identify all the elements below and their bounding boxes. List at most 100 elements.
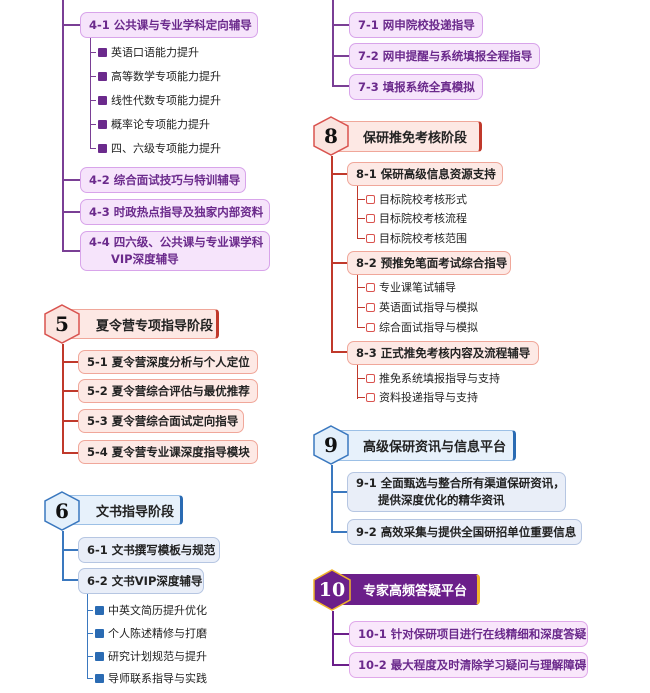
node-8-3[interactable]: 8-3 正式推免考核内容及流程辅导 [347, 341, 539, 365]
leaf-label: 综合面试指导与模拟 [379, 321, 478, 334]
connector [332, 633, 349, 635]
leaf-label: 英语面试指导与模拟 [379, 301, 478, 314]
leaf-item[interactable]: 英语口语能力提升 [90, 44, 199, 60]
leaf-label: 推免系统填报指导与支持 [379, 372, 500, 385]
node-label: 4-4 四六级、公共课与专业课学科 [89, 235, 264, 249]
node-4-3[interactable]: 4-3 时政热点指导及独家内部资料 [80, 199, 270, 225]
note-icon [366, 194, 375, 204]
node-label: VIP深度辅导 [111, 252, 179, 266]
connector [332, 55, 349, 57]
node-6-2[interactable]: 6-2 文书VIP深度辅导 [78, 568, 204, 594]
node-5-3[interactable]: 5-3 夏令营综合面试定向指导 [78, 409, 244, 433]
hexagon-badge: 6 [44, 491, 80, 531]
leaf-item[interactable]: 高等数学专项能力提升 [90, 68, 221, 84]
section-title: 文书指导阶段 [96, 504, 175, 520]
note-icon [366, 213, 375, 223]
connector [62, 549, 78, 551]
leaf-item[interactable]: 研究计划规范与提升 [87, 648, 207, 664]
note-icon [366, 373, 375, 383]
leaf-label: 目标院校考核范围 [379, 232, 467, 245]
node-9-1[interactable]: 9-1 全面甄选与整合所有渠道保研资讯， 提供深度优化的精华资讯 [347, 472, 566, 512]
connector [331, 531, 347, 533]
note-icon [366, 392, 375, 402]
leaf-item[interactable]: 推免系统填报指导与支持 [357, 370, 500, 386]
connector [332, 85, 349, 87]
bookmark-icon [95, 673, 104, 683]
connector [62, 531, 64, 581]
leaf-item[interactable]: 概率论专项能力提升 [90, 116, 210, 132]
leaf-item[interactable]: 专业课笔试辅导 [357, 279, 456, 295]
connector [331, 351, 347, 353]
connector [62, 211, 80, 213]
node-7-2[interactable]: 7-2 网申提醒与系统填报全程指导 [349, 43, 540, 69]
node-6-1[interactable]: 6-1 文书撰写模板与规范 [78, 537, 220, 563]
node-7-3[interactable]: 7-3 填报系统全真模拟 [349, 74, 483, 100]
connector [332, 664, 349, 666]
hexagon-badge: 10 [313, 569, 351, 611]
leaf-label: 研究计划规范与提升 [108, 650, 207, 663]
node-label: 提供深度优化的精华资讯 [378, 493, 505, 507]
node-4-1[interactable]: 4-1 公共课与专业学科定向辅导 [80, 12, 258, 38]
leaf-item[interactable]: 目标院校考核形式 [357, 191, 467, 207]
leaf-item[interactable]: 线性代数专项能力提升 [90, 92, 221, 108]
leaf-item[interactable]: 中英文简历提升优化 [87, 602, 207, 618]
connector [87, 594, 88, 679]
leaf-item[interactable]: 个人陈述精修与打磨 [87, 625, 207, 641]
leaf-label: 英语口语能力提升 [111, 46, 199, 59]
node-4-4[interactable]: 4-4 四六级、公共课与专业课学科 VIP深度辅导 [80, 231, 270, 271]
hexagon-badge: 5 [44, 304, 80, 344]
node-8-1[interactable]: 8-1 保研高级信息资源支持 [347, 162, 503, 186]
connector [357, 365, 358, 399]
note-icon [98, 95, 107, 105]
leaf-label: 导师联系指导与实践 [108, 672, 207, 685]
connector [62, 420, 78, 422]
leaf-item[interactable]: 综合面试指导与模拟 [357, 319, 478, 335]
leaf-item[interactable]: 英语面试指导与模拟 [357, 299, 478, 315]
section-5-header[interactable]: 夏令营专项指导阶段 [55, 309, 219, 339]
hexagon-badge: 9 [313, 425, 349, 465]
connector [331, 156, 333, 353]
bookmark-icon [95, 651, 104, 661]
note-icon [366, 233, 375, 243]
section-title: 高级保研资讯与信息平台 [363, 440, 507, 455]
connector [62, 361, 78, 363]
section-title: 夏令营专项指导阶段 [96, 318, 214, 334]
leaf-item[interactable]: 目标院校考核流程 [357, 210, 467, 226]
leaf-label: 四、六级专项能力提升 [111, 142, 221, 155]
node-label: 9-1 全面甄选与整合所有渠道保研资讯， [356, 476, 565, 490]
node-10-1[interactable]: 10-1 针对保研项目进行在线精细和深度答疑 [349, 621, 588, 647]
node-10-2[interactable]: 10-2 最大程度及时清除学习疑问与理解障碍 [349, 652, 588, 678]
connector [62, 579, 78, 581]
note-icon [98, 71, 107, 81]
leaf-item[interactable]: 目标院校考核范围 [357, 230, 467, 246]
leaf-label: 目标院校考核形式 [379, 193, 467, 206]
leaf-item[interactable]: 资料投递指导与支持 [357, 389, 478, 405]
node-9-2[interactable]: 9-2 高效采集与提供全国研招单位重要信息 [347, 519, 582, 545]
connector [62, 452, 78, 454]
node-7-1[interactable]: 7-1 网申院校投递指导 [349, 12, 483, 38]
note-icon [366, 322, 375, 332]
connector [62, 250, 80, 252]
connector [332, 611, 334, 666]
connector [331, 262, 347, 264]
leaf-label: 概率论专项能力提升 [111, 118, 210, 131]
bookmark-icon [95, 628, 104, 638]
node-5-2[interactable]: 5-2 夏令营综合评估与最优推荐 [78, 379, 258, 403]
node-5-1[interactable]: 5-1 夏令营深度分析与个人定位 [78, 350, 258, 374]
section-title: 专家高频答疑平台 [363, 584, 468, 599]
leaf-label: 个人陈述精修与打磨 [108, 627, 207, 640]
note-icon [366, 282, 375, 292]
node-8-2[interactable]: 8-2 预推免笔面考试综合指导 [347, 251, 511, 275]
note-icon [98, 119, 107, 129]
leaf-item[interactable]: 导师联系指导与实践 [87, 670, 207, 686]
section-9-header[interactable]: 高级保研资讯与信息平台 [322, 430, 516, 461]
node-4-2[interactable]: 4-2 综合面试技巧与特训辅导 [80, 167, 246, 193]
connector [62, 344, 64, 454]
connector [62, 179, 80, 181]
connector [357, 275, 358, 328]
node-5-4[interactable]: 5-4 夏令营专业课深度指导模块 [78, 440, 258, 464]
note-icon [366, 302, 375, 312]
section-title: 保研推免考核阶段 [363, 131, 468, 146]
leaf-item[interactable]: 四、六级专项能力提升 [90, 140, 221, 156]
hexagon-badge: 8 [313, 116, 349, 156]
